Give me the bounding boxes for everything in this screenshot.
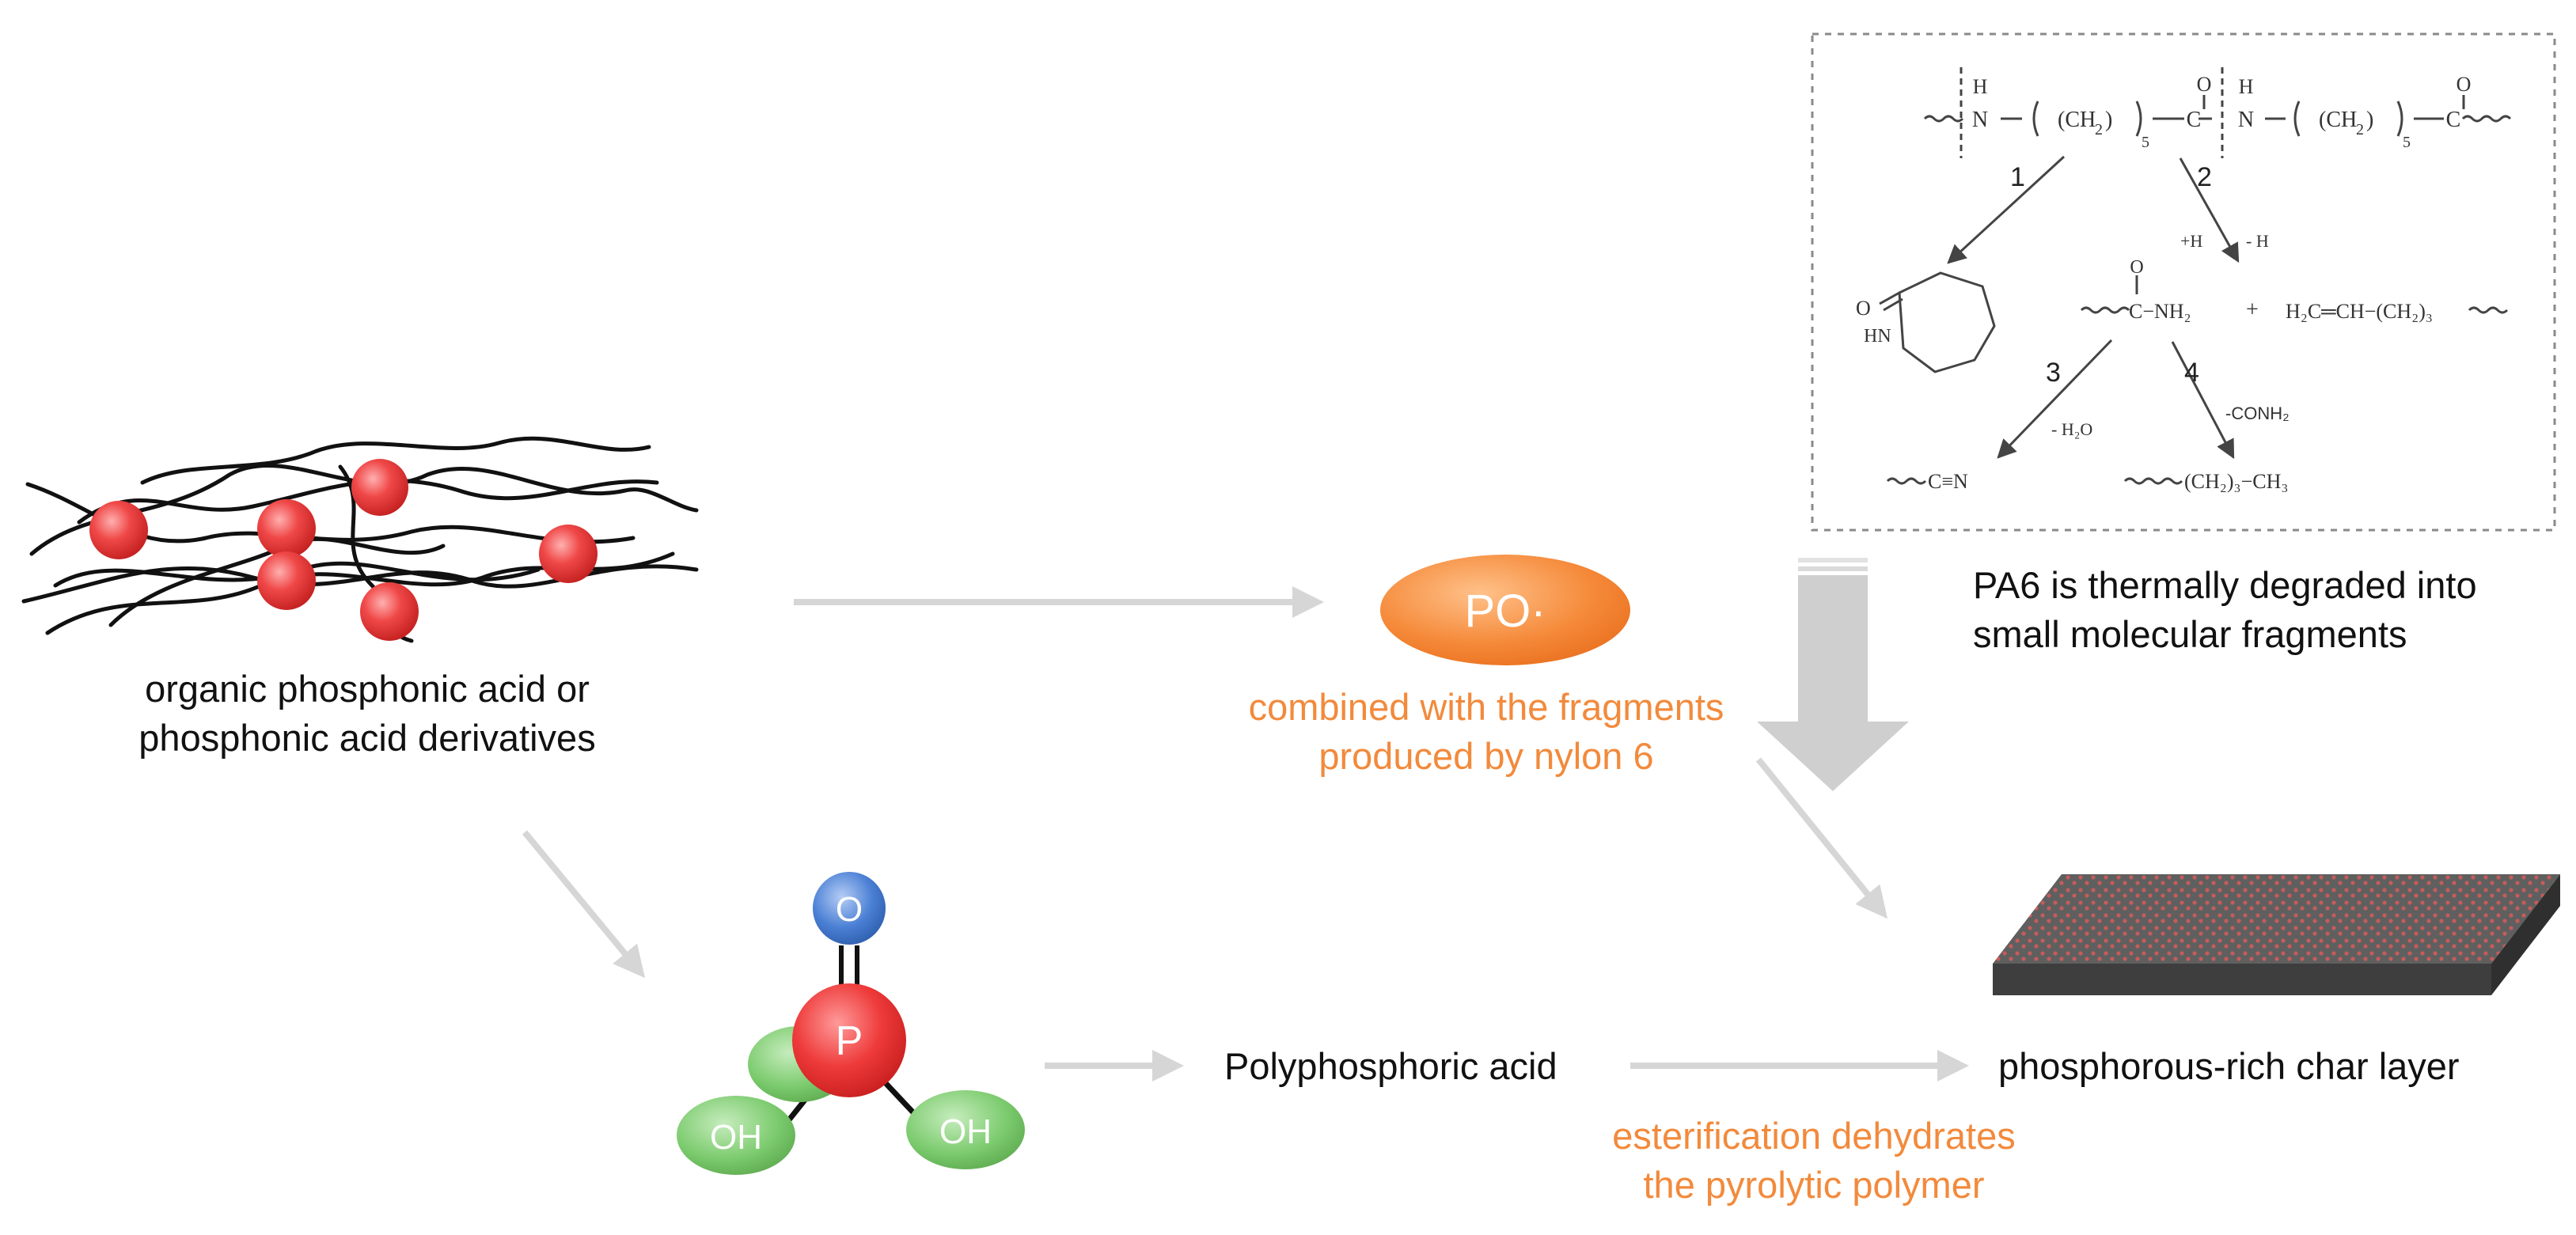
red-ball <box>89 501 148 559</box>
hydroxyl-right <box>906 1090 1025 1169</box>
caprolactam-product: O HN <box>1856 271 1996 373</box>
hydroxyl-left <box>677 1096 795 1175</box>
condition-minus-h2o: - H₂O <box>2051 419 2092 439</box>
polyphosphoric-acid-label: Polyphosphoric acid <box>1224 1045 1557 1087</box>
chain-ch2-a: (CH <box>2058 108 2096 132</box>
phosphorus-label: P <box>836 1018 863 1064</box>
step-4: 4 <box>2184 358 2199 388</box>
alkene-formula: H₂C═CH−(CH₂)₃ <box>2286 300 2433 323</box>
oxygen-atom <box>813 872 886 945</box>
chain-sub2-b: 2 <box>2356 121 2364 138</box>
condition-minus-h: - H <box>2246 231 2269 251</box>
chain-sub5-b: 5 <box>2403 134 2411 151</box>
chain-h2: H <box>2239 75 2254 98</box>
nitrile-product: C≡N <box>1886 470 1968 493</box>
arrow-fragments-to-char <box>1755 757 1888 919</box>
chain-n2: N <box>2238 108 2254 132</box>
condition-plus-h: +H <box>2180 231 2202 251</box>
po-radical-label: PO· <box>1464 585 1546 637</box>
chain-o2: O <box>2456 73 2472 96</box>
chain-h1: H <box>1973 75 1988 98</box>
step-3: 3 <box>2046 358 2061 388</box>
step3-arrow <box>1997 339 2113 459</box>
ester-caption-line2: the pyrolytic polymer <box>1644 1164 1985 1206</box>
reaction-conditions: +H - H - H₂O -CONH₂ <box>2051 231 2290 439</box>
step-numbers: 1 2 3 4 <box>2010 162 2212 388</box>
amide-formula: C−NH₂ <box>2129 300 2191 323</box>
ester-caption-line1: esterification dehydrates <box>1612 1115 2015 1157</box>
polymer-label-line1: organic phosphonic acid or <box>145 668 590 710</box>
degradation-scheme-box <box>1811 32 2556 532</box>
alkene-product: H₂C═CH−(CH₂)₃ <box>2286 300 2509 323</box>
chain-ch2-b: (CH <box>2319 108 2357 132</box>
alkane-formula: (CH₂)₃−CH₃ <box>2184 470 2288 493</box>
chain-sub2-a: 2 <box>2095 121 2103 138</box>
phosphonic-acid-particles <box>89 459 598 641</box>
polymer-label-line2: phosphonic acid derivatives <box>138 717 595 759</box>
red-ball <box>351 459 408 516</box>
chain-c2: C <box>2446 108 2461 132</box>
step1-arrow <box>1947 155 2066 264</box>
char-layer-slab <box>1993 874 2560 995</box>
po-radical-oval <box>1380 555 1630 665</box>
scheme-plus: + <box>2246 297 2259 322</box>
pa6-caption-line2: small molecular fragments <box>1973 613 2407 655</box>
condition-minus-conh2: -CONH₂ <box>2225 403 2290 423</box>
red-ball <box>257 551 316 610</box>
step2-arrow <box>2179 157 2240 263</box>
alkane-product: (CH₂)₃−CH₃ <box>2123 470 2288 493</box>
amide-intermediate: O C−NH₂ <box>2080 257 2191 323</box>
chain-sub5-a: 5 <box>2142 134 2149 151</box>
red-ball <box>360 582 419 641</box>
degradation-down-arrow <box>1757 558 1909 791</box>
phosphoric-acid-molecule: O P OH OH <box>677 872 1025 1175</box>
step-2: 2 <box>2197 162 2212 192</box>
red-ball <box>539 525 598 583</box>
step-1: 1 <box>2010 162 2025 192</box>
pa6-caption-line1: PA6 is thermally degraded into <box>1973 564 2477 606</box>
char-layer-label: phosphorous-rich char layer <box>1998 1045 2460 1087</box>
step4-arrow <box>2171 341 2235 460</box>
amide-o: O <box>2130 257 2143 278</box>
oxygen-label: O <box>836 890 863 929</box>
nitrile-formula: C≡N <box>1928 470 1968 493</box>
radical-caption-line1: combined with the fragments <box>1249 686 1724 728</box>
chain-n1: N <box>1972 108 1988 132</box>
scheme-arrows <box>1947 155 2240 460</box>
pa6-chain <box>1923 67 2512 158</box>
process-arrows <box>522 586 1969 1082</box>
chain-close-b: ) <box>2366 108 2373 132</box>
caprolactam-hn: HN <box>1864 326 1891 347</box>
hydroxyl-right-label: OH <box>939 1112 992 1151</box>
chain-c1: C <box>2187 108 2202 132</box>
arrow-polymer-to-acid <box>522 830 646 979</box>
hydroxyl-left-label: OH <box>710 1118 762 1157</box>
phosphorus-atom <box>792 983 906 1097</box>
chain-close-a: ) <box>2105 108 2112 132</box>
red-ball <box>257 499 316 558</box>
caprolactam-o: O <box>1856 297 1871 320</box>
radical-caption-line2: produced by nylon 6 <box>1318 735 1653 777</box>
chain-o1: O <box>2197 73 2212 96</box>
pa6-chain-labels: H N (CH 2 ) 5 O C H N (CH 2 ) 5 O C <box>1972 73 2472 151</box>
